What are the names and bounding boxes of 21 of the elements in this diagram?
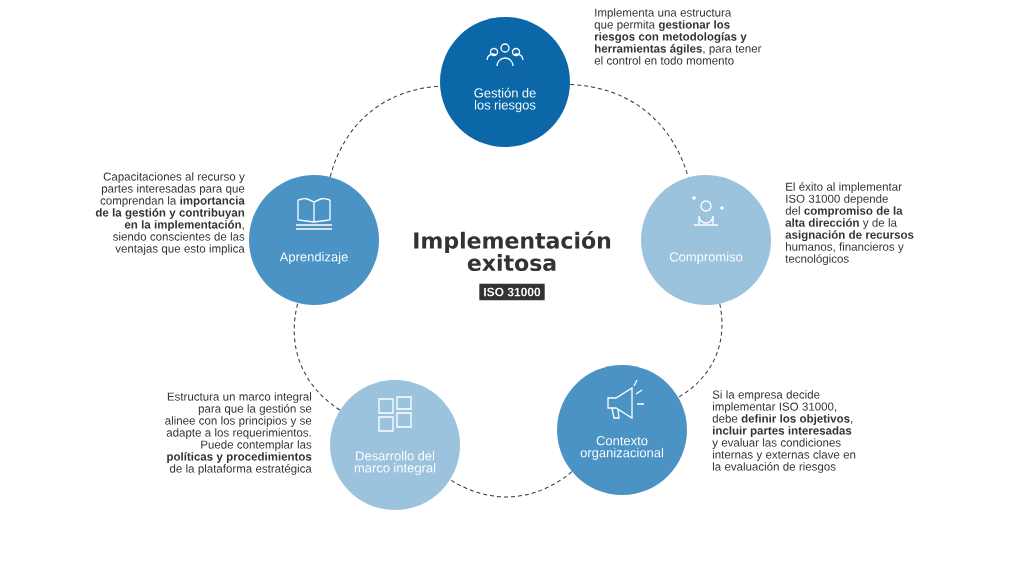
description-text: Implementa una estructura que permita gestionar los riesgos con metodologías y herramientas ágiles, para tener el control en todo momento — [594, 8, 762, 65]
dashed-connector — [449, 471, 573, 498]
process-circle — [249, 175, 379, 305]
node-label: Aprendizaje — [279, 251, 348, 265]
description-text: Estructura un marco integral para que la gestión se alinee con los principios y se adapte a los requerimientos. Puede contemplar las políticas y procedimientos de la plataforma estratégica — [165, 392, 312, 475]
dashed-connector — [677, 303, 723, 398]
node-label: Compromiso — [669, 251, 743, 265]
badge: ISO 31000 — [479, 283, 545, 301]
description-text: Si la empresa decide implementar ISO 31000, debe definir los objetivos, incluir partes interesadas y evaluar las condiciones internas y externas clave en la evaluación de riesgos — [712, 390, 856, 473]
node-label: Desarrollo del marco integral — [354, 450, 436, 476]
node-label: Contexto organizacional — [580, 436, 664, 460]
process-circle — [557, 365, 687, 495]
description-text: El éxito al implementar ISO 31000 depende del compromiso de la alta dirección y de la asignación de recursos humanos, financieros y tecnológicos — [785, 182, 914, 266]
process-circle — [330, 380, 460, 510]
dashed-connector — [569, 83, 689, 178]
node-label: Gestión de los riesgos — [474, 87, 536, 113]
description-text: Capacitaciones al recurso y partes interesadas para que comprendan la importancia de la gestión y contribuyan en la implementación, siendo conscientes de las ventajas que esto implica — [95, 172, 245, 255]
dashed-connector — [293, 302, 341, 411]
title: Implementación exitosa — [414, 230, 611, 272]
process-circle — [641, 175, 771, 305]
process-circle — [440, 17, 570, 147]
